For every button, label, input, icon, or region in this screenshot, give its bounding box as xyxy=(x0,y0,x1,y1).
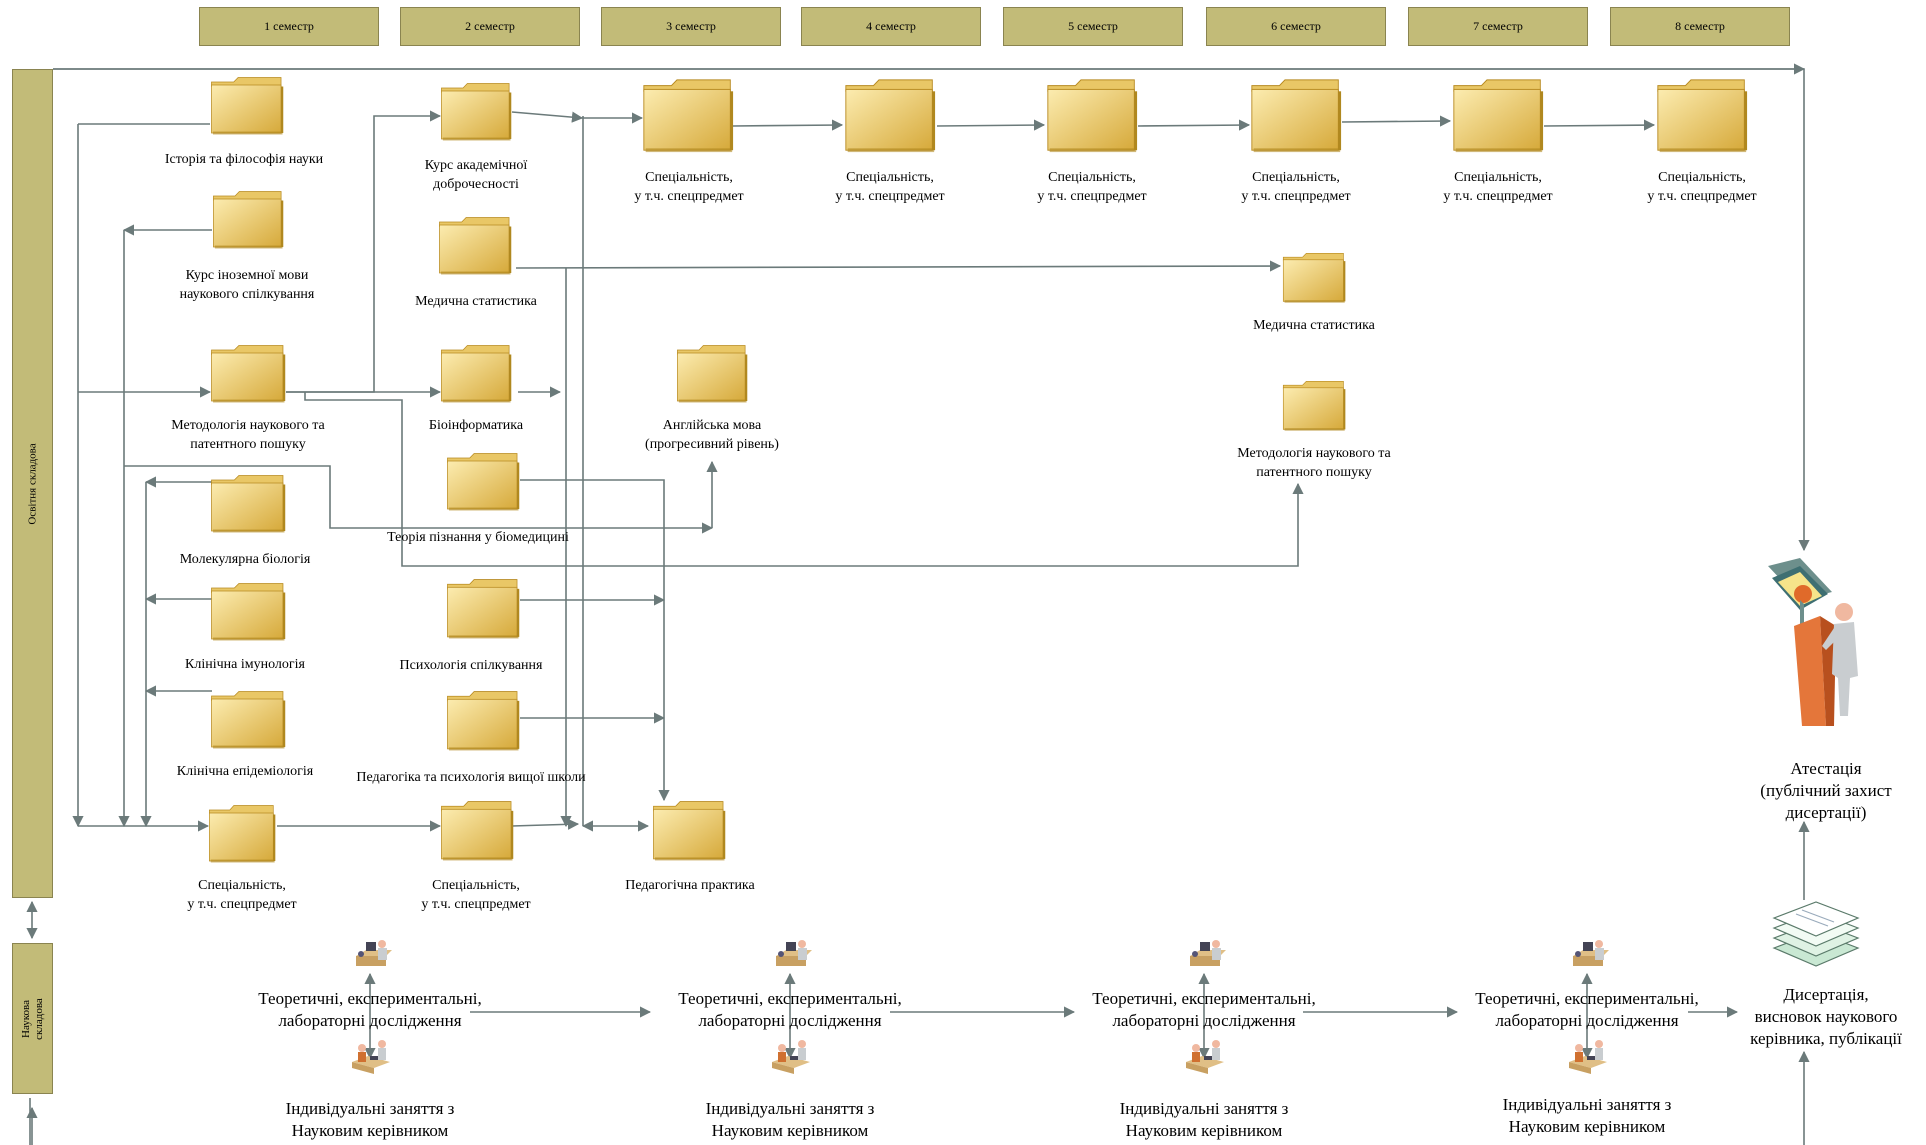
course-label: Теорія пізнання у біомедицині xyxy=(387,530,569,545)
course-label: Історія та філософія науки xyxy=(164,152,324,167)
course-label: Спеціальність, у т.ч. спецпредмет xyxy=(1443,170,1553,204)
course-folder-icon xyxy=(446,578,520,640)
semester-header-3: 3 семестр xyxy=(601,7,781,46)
semester-header-7: 7 семестр xyxy=(1408,7,1588,46)
meeting-icon xyxy=(770,1036,814,1081)
course-folder-icon xyxy=(1656,78,1748,154)
attestation-label: Атестація (публічний захист дисертації) xyxy=(1760,759,1892,822)
course-folder-icon xyxy=(1282,252,1346,304)
course-folder-icon xyxy=(210,582,286,642)
research-label: Теоретичні, експериментальні, лабораторн… xyxy=(678,989,902,1030)
individual-lesson-label: Індивідуальні заняття з Науковим керівни… xyxy=(1502,1095,1672,1136)
course-folder-icon xyxy=(844,78,936,154)
semester-header-2: 2 семестр xyxy=(400,7,580,46)
course-label: Курс іноземної мови наукового спілкуванн… xyxy=(179,268,315,302)
course-folder-icon xyxy=(210,690,286,750)
semester-header-5: 5 семестр xyxy=(1003,7,1183,46)
course-label: Спеціальність, у т.ч. спецпредмет xyxy=(634,170,744,204)
course-label: Спеціальність, у т.ч. спецпредмет xyxy=(835,170,945,204)
course-label: Клінічна імунологія xyxy=(185,657,305,672)
course-folder-icon xyxy=(208,804,276,864)
course-label: Педагогічна практика xyxy=(625,878,755,893)
course-label: Медична статистика xyxy=(1253,318,1375,333)
course-folder-icon xyxy=(446,452,520,512)
course-label: Методологія наукового та патентного пошу… xyxy=(1237,446,1391,480)
course-folder-icon xyxy=(440,82,512,142)
semester-header-6: 6 семестр xyxy=(1206,7,1386,46)
course-label: Спеціальність, у т.ч. спецпредмет xyxy=(1037,170,1147,204)
course-label: Педагогіка та психологія вищої школи xyxy=(356,770,586,785)
course-label: Психологія спілкування xyxy=(399,658,543,673)
course-label: Клінічна епідеміологія xyxy=(176,764,314,779)
course-label: Курс академічної доброчесності xyxy=(424,158,528,192)
course-folder-icon xyxy=(440,800,514,862)
researcher-icon xyxy=(1569,938,1609,979)
researcher-icon xyxy=(352,938,392,979)
course-folder-icon xyxy=(440,344,512,404)
course-label: Англійська мова (прогресивний рівень) xyxy=(645,418,779,452)
research-label: Теоретичні, експериментальні, лабораторн… xyxy=(1475,989,1699,1030)
course-folder-icon xyxy=(652,800,726,862)
course-label: Медична статистика xyxy=(415,294,537,309)
course-label: Молекулярна біологія xyxy=(179,552,311,567)
education-band: Освітня складова xyxy=(12,69,53,898)
course-label: Спеціальність, у т.ч. спецпредмет xyxy=(187,878,297,912)
dissertation-label: Дисертація, висновок наукового керівника… xyxy=(1750,985,1902,1048)
research-label: Теоретичні, експериментальні, лабораторн… xyxy=(1092,989,1316,1030)
course-folder-icon xyxy=(212,190,284,250)
course-label: Біоінформатика xyxy=(428,418,524,433)
semester-header-1: 1 семестр xyxy=(199,7,379,46)
semester-header-8: 8 семестр xyxy=(1610,7,1790,46)
course-label: Методологія наукового та патентного пошу… xyxy=(171,418,325,452)
course-folder-icon xyxy=(210,474,286,534)
presenter-icon xyxy=(1760,556,1870,726)
semester-header-4: 4 семестр xyxy=(801,7,981,46)
course-folder-icon xyxy=(1250,78,1342,154)
course-folder-icon xyxy=(1282,380,1346,432)
science-band: Наукова складова xyxy=(12,943,53,1094)
course-folder-icon xyxy=(676,344,748,404)
dissertation-papers-icon xyxy=(1768,896,1864,976)
researcher-icon xyxy=(772,938,812,979)
course-label: Спеціальність, у т.ч. спецпредмет xyxy=(1647,170,1757,204)
course-label: Спеціальність, у т.ч. спецпредмет xyxy=(1241,170,1351,204)
meeting-icon xyxy=(1184,1036,1228,1081)
course-folder-icon xyxy=(642,78,734,154)
research-label: Теоретичні, експериментальні, лабораторн… xyxy=(258,989,482,1030)
course-folder-icon xyxy=(210,344,286,404)
course-label: Спеціальність, у т.ч. спецпредмет xyxy=(421,878,531,912)
meeting-icon xyxy=(350,1036,394,1081)
meeting-icon xyxy=(1567,1036,1611,1081)
course-folder-icon xyxy=(438,216,512,276)
course-folder-icon xyxy=(1452,78,1544,154)
course-folder-icon xyxy=(1046,78,1138,154)
individual-lesson-label: Індивідуальні заняття з Науковим керівни… xyxy=(1119,1099,1289,1140)
course-folder-icon xyxy=(446,690,520,752)
researcher-icon xyxy=(1186,938,1226,979)
individual-lesson-label: Індивідуальні заняття з Науковим керівни… xyxy=(705,1099,875,1140)
course-folder-icon xyxy=(210,76,284,136)
individual-lesson-label: Індивідуальні заняття з Науковим керівни… xyxy=(285,1099,455,1140)
